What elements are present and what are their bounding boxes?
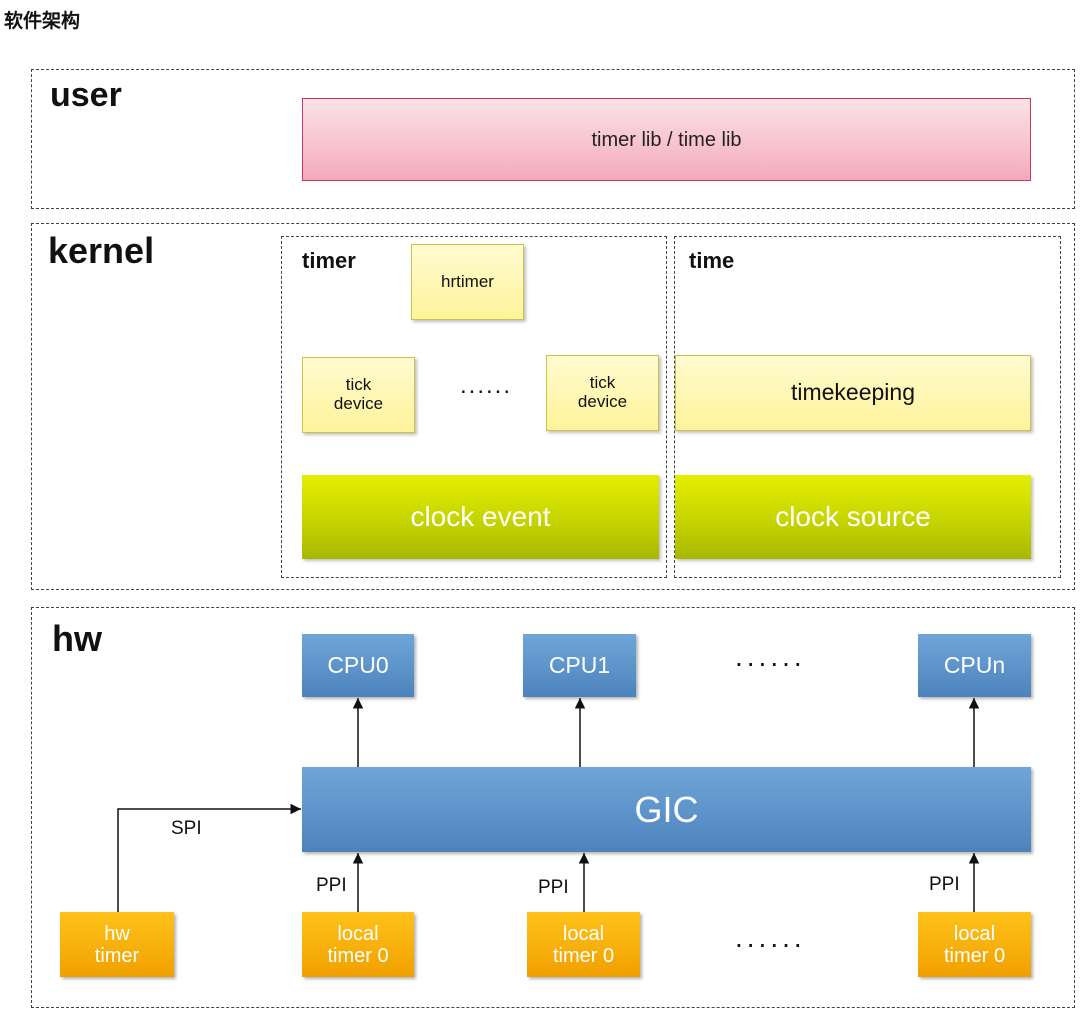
tick-device-ellipsis: ...... — [460, 372, 513, 399]
hw-layer-label: hw — [52, 618, 102, 659]
local-timer-box-n: local timer 0 — [918, 912, 1031, 977]
cpu1-box: CPU1 — [523, 634, 636, 697]
hw-timer-box: hw timer — [60, 912, 174, 977]
cpu0-box: CPU0 — [302, 634, 414, 697]
cpu-ellipsis: ...... — [735, 641, 806, 672]
hrtimer-box: hrtimer — [411, 244, 524, 320]
arrow-hw-timer-spi — [117, 803, 301, 912]
user-layer-label: user — [50, 76, 122, 114]
hw-layer — [31, 607, 1075, 1008]
kernel-layer — [31, 223, 1075, 590]
tick-device-box-1: tick device — [302, 357, 415, 433]
user-layer — [31, 69, 1075, 209]
ppi-label-n: PPI — [929, 874, 960, 895]
cpun-box: CPUn — [918, 634, 1031, 697]
ppi-label-1: PPI — [538, 877, 569, 898]
time-subsystem — [674, 236, 1061, 578]
kernel-layer-label: kernel — [48, 230, 155, 271]
clock-event-box: clock event — [302, 475, 659, 559]
time-subsystem-label: time — [689, 248, 735, 273]
tick-device-box-2: tick device — [546, 355, 659, 431]
timer-subsystem — [281, 236, 667, 578]
timer-subsystem-label: timer — [302, 248, 356, 273]
timekeeping-box: timekeeping — [675, 355, 1031, 431]
local-timer-box-1: local timer 0 — [527, 912, 640, 977]
gic-box: GIC — [302, 767, 1031, 852]
timer-lib-box: timer lib / time lib — [302, 98, 1031, 181]
ppi-label-0: PPI — [316, 875, 347, 896]
clock-source-box: clock source — [675, 475, 1031, 559]
local-timer-box-0: local timer 0 — [302, 912, 414, 977]
local-timer-ellipsis: ...... — [735, 922, 806, 953]
spi-label: SPI — [171, 818, 202, 839]
page-heading: 软件架构 — [4, 10, 81, 32]
